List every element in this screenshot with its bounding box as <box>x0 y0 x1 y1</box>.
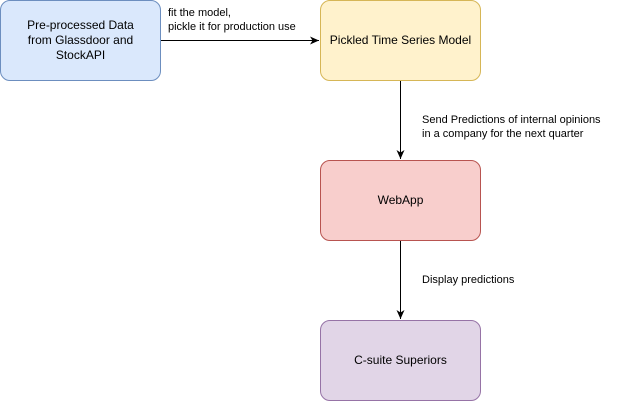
edge-label-display-predictions: Display predictions <box>422 274 515 286</box>
data-source-label: Pre-processed Data from Glassdoor and St… <box>27 18 134 62</box>
data-source-node[interactable]: Pre-processed Data from Glassdoor and St… <box>0 0 161 81</box>
pickled-model-label: Pickled Time Series Model <box>329 33 472 47</box>
csuite-node[interactable]: C-suite Superiors <box>320 320 481 401</box>
csuite-label: C-suite Superiors <box>354 353 447 367</box>
webapp-label: WebApp <box>377 193 424 207</box>
edge-label-send-predictions: Send Predictions of internal opinions in… <box>422 114 601 140</box>
edge-label-fit: fit the model, pickle it for production … <box>168 7 296 33</box>
pickled-model-node[interactable]: Pickled Time Series Model <box>320 0 481 81</box>
webapp-node[interactable]: WebApp <box>320 160 481 241</box>
